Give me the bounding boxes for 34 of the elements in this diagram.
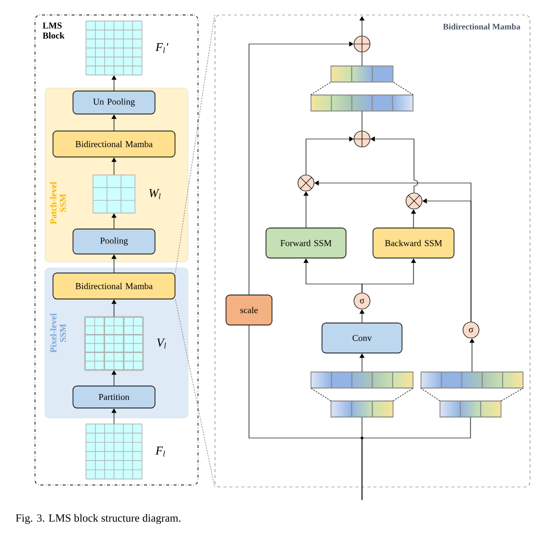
- expansion-line: [310, 388, 414, 402]
- variable-label: W$_{l}$: [149, 189, 161, 199]
- pooling-box: Pooling: [72, 228, 156, 254]
- feature-map-grid: [84, 316, 144, 371]
- feature-map-grid: [92, 174, 136, 214]
- feature-map-grid: [86, 424, 142, 480]
- process-box: Partition: [72, 386, 156, 408]
- token-strip: [310, 372, 414, 388]
- zoom-line: [175, 14, 215, 273]
- token-strip: [330, 400, 394, 418]
- variable-label: F$_{l}$′: [155, 43, 168, 53]
- zoom-line: [175, 299, 215, 488]
- multiply-symbol: [298, 174, 314, 192]
- process-box: Forward SSM: [266, 228, 346, 258]
- expansion-line: [420, 388, 524, 402]
- expansion-line: [310, 82, 414, 96]
- pooling-box: Un Pooling: [72, 90, 156, 114]
- token-strip: [310, 94, 414, 112]
- multiply-symbol: [406, 192, 422, 210]
- add-symbol: [354, 130, 370, 148]
- process-box: Bidirectional Mamba: [52, 130, 176, 158]
- token-strip: [330, 66, 394, 82]
- figure-caption: Fig. 3. LMS block structure diagram.: [16, 514, 180, 524]
- token-strip: [440, 400, 502, 418]
- variable-label: F$_{l}$: [155, 446, 165, 456]
- process-box: Conv: [322, 322, 402, 354]
- connector-line: [362, 416, 471, 500]
- process-box: scale: [226, 294, 272, 326]
- token-strip: [420, 372, 524, 388]
- process-box: Backward SSM: [372, 228, 454, 258]
- process-box: Bidirectional Mamba: [52, 272, 176, 300]
- add-symbol: [354, 36, 370, 52]
- feature-map-grid: [86, 20, 142, 76]
- variable-label: V$_{l}$: [157, 338, 166, 348]
